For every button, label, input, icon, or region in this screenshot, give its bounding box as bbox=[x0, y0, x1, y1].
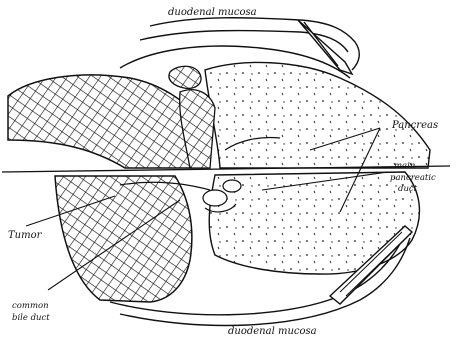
label-duodenal-mucosa-bottom: duodenal mucosa bbox=[228, 326, 317, 337]
label-main-pancreatic-duct-1: main bbox=[394, 161, 415, 171]
bile-duct-top-knot bbox=[169, 66, 201, 88]
label-tumor: Tumor bbox=[8, 230, 43, 241]
label-common-bile-duct-2: bile duct bbox=[12, 313, 50, 323]
label-common-bile-duct-1: common bbox=[12, 301, 49, 311]
pancreas-upper-region bbox=[205, 62, 430, 168]
label-main-pancreatic-duct-2: pancreatic bbox=[390, 173, 436, 183]
label-duodenal-mucosa-top: duodenal mucosa bbox=[168, 7, 257, 18]
label-main-pancreatic-duct-3: duct bbox=[398, 184, 418, 194]
tumor-upper bbox=[8, 75, 205, 168]
label-pancreas: Pancreas bbox=[391, 120, 438, 131]
